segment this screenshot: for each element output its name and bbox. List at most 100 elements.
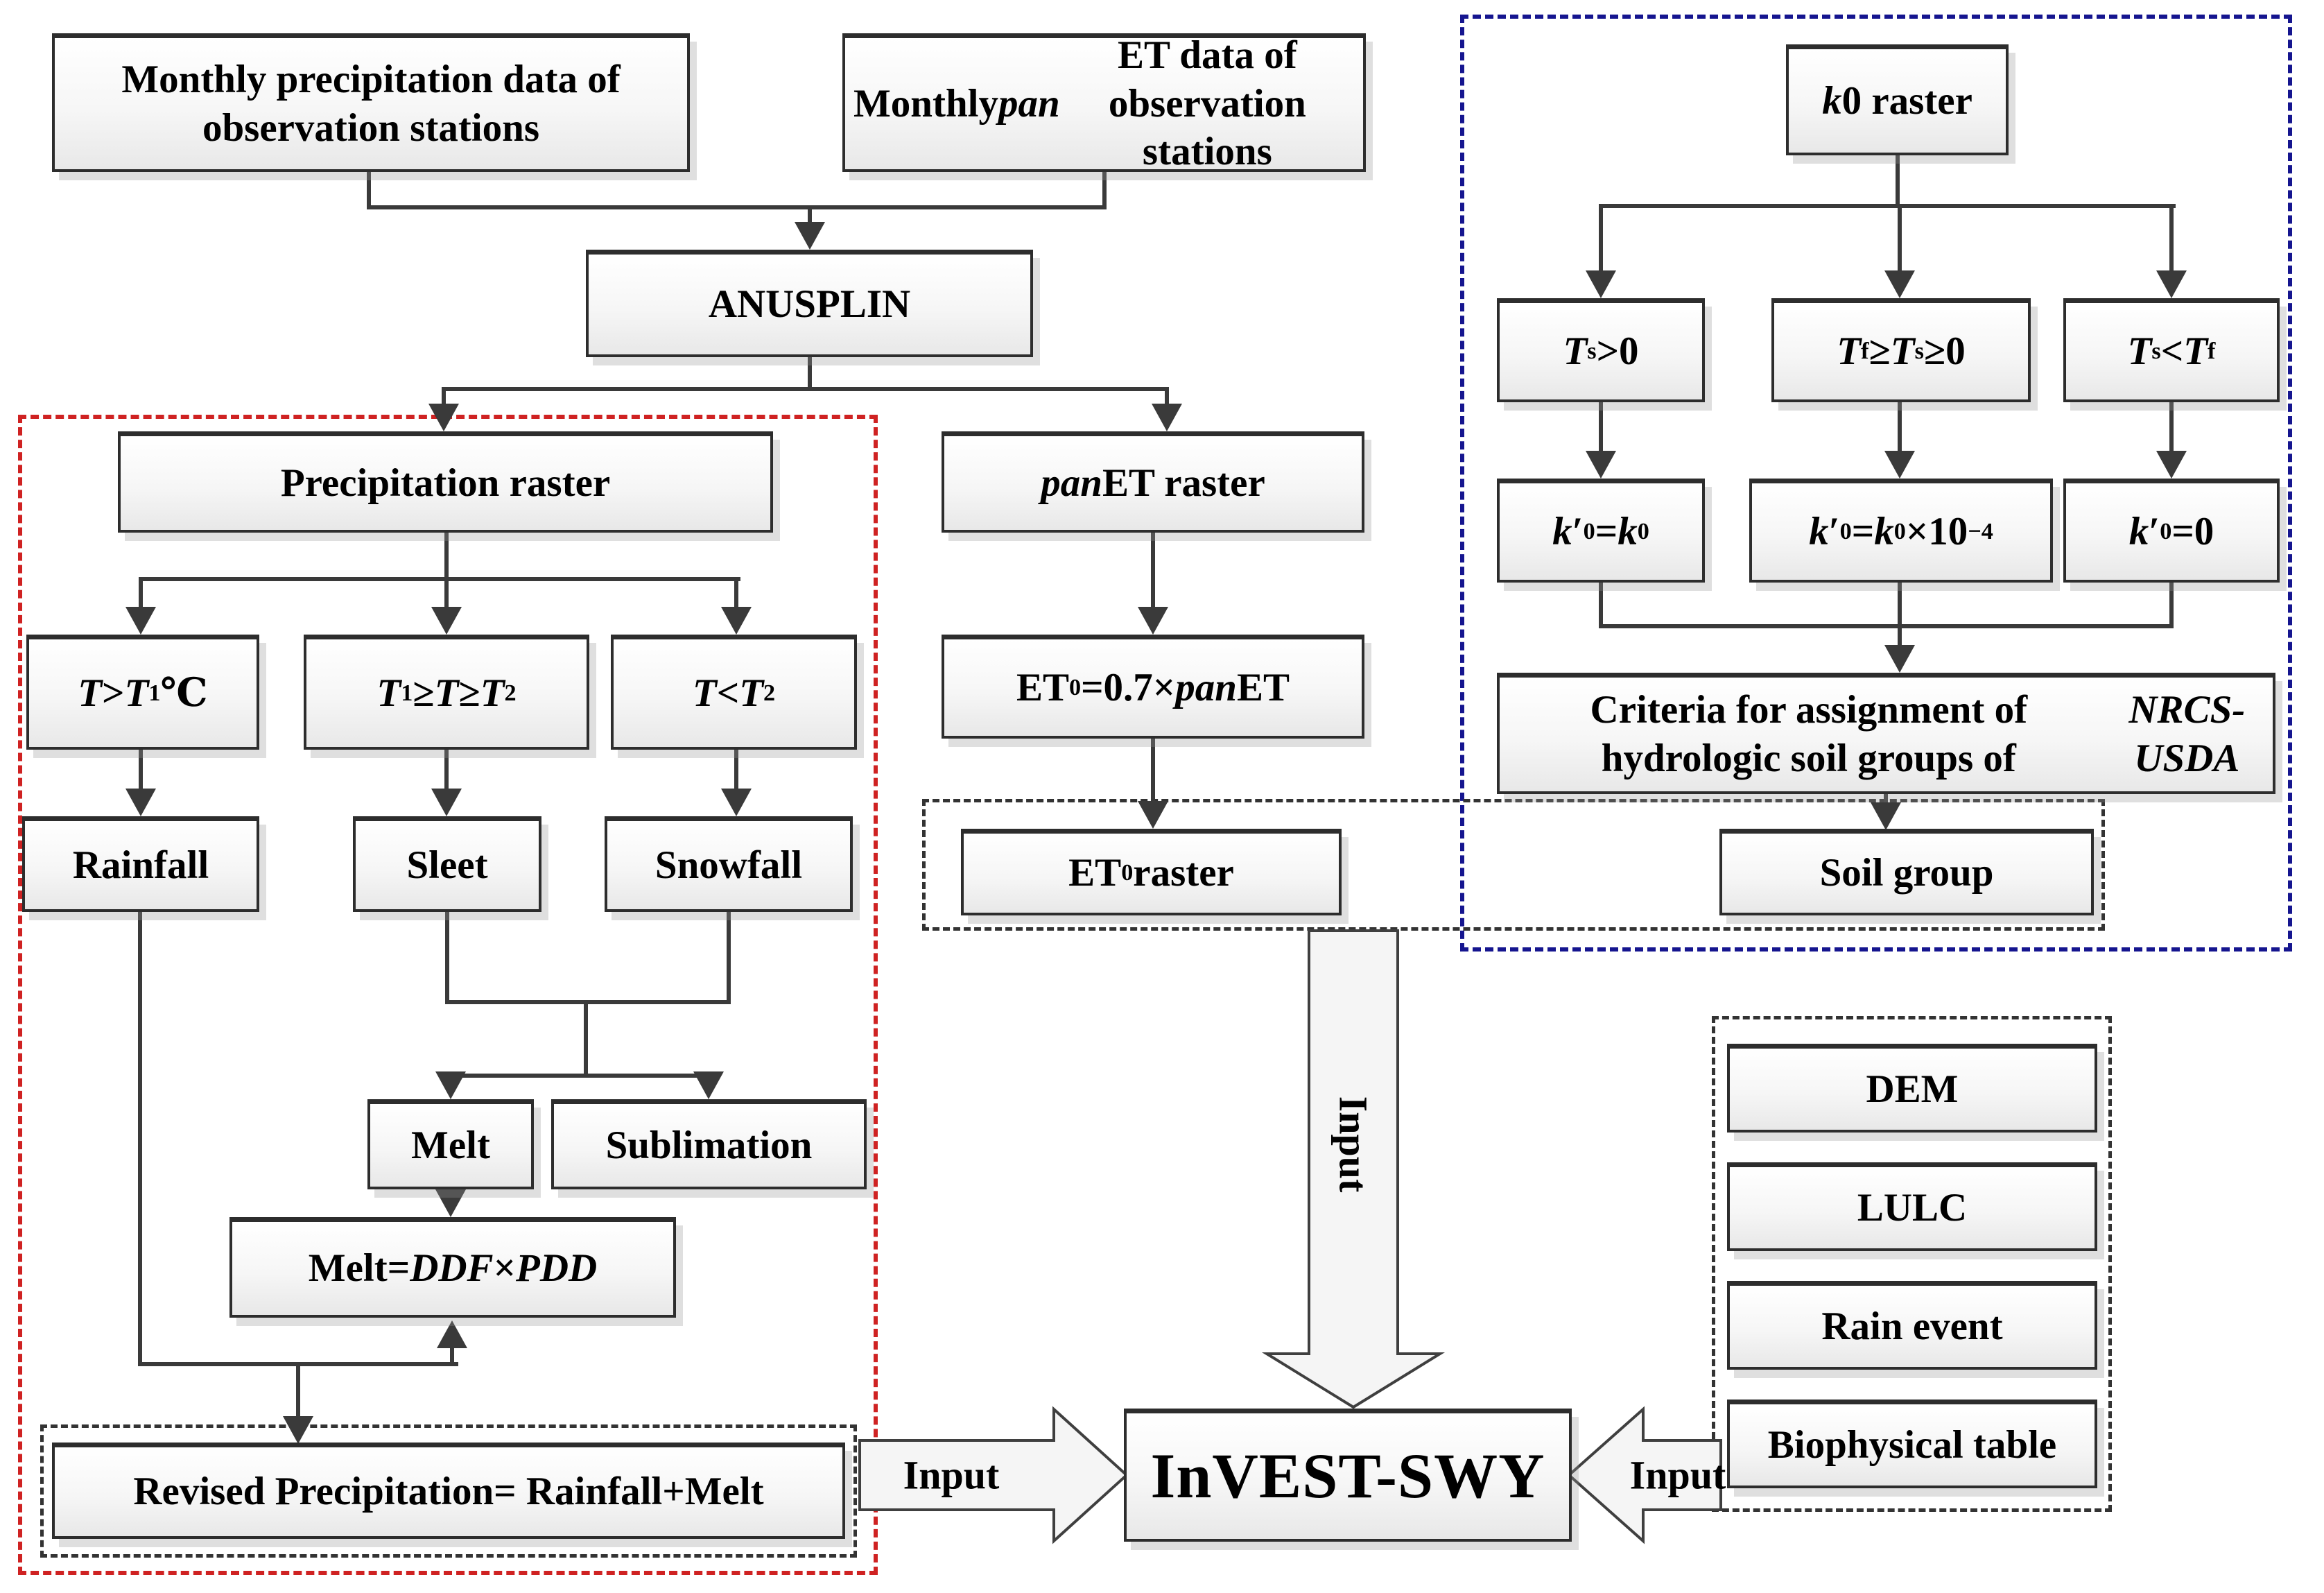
- arrowhead-icon: [431, 789, 462, 816]
- input-label-top: Input: [1330, 1096, 1376, 1193]
- connector-line: [442, 387, 1169, 391]
- connector-line: [1898, 583, 1902, 646]
- connector-line: [444, 533, 449, 581]
- connector-line: [584, 1000, 588, 1078]
- arrowhead-icon: [721, 607, 752, 635]
- connector-line: [1165, 387, 1169, 411]
- container-et0-soilgroup-outputs: [922, 799, 2105, 931]
- connector-line: [138, 912, 142, 1366]
- connector-line: [451, 1074, 717, 1078]
- node-soil-group: Soil group: [1719, 829, 2094, 915]
- connector-line: [1599, 624, 2174, 628]
- connector-line: [2169, 402, 2174, 451]
- connector-line: [445, 1000, 731, 1004]
- node-anusplin: ANUSPLIN: [586, 250, 1033, 357]
- arrowhead-icon: [1586, 270, 1616, 298]
- connector-line: [139, 577, 740, 581]
- node-snowfall: Snowfall: [605, 816, 853, 912]
- connector-line: [445, 912, 449, 1004]
- connector-line: [442, 387, 446, 411]
- input-arrow-top: [1261, 929, 1446, 1409]
- connector-line: [1884, 794, 1888, 804]
- connector-line: [1896, 155, 1900, 208]
- arrowhead-icon: [428, 404, 459, 431]
- arrowhead-icon: [1884, 451, 1915, 479]
- node-melt: Melt: [367, 1099, 534, 1189]
- connector-line: [1151, 533, 1155, 607]
- arrowhead-icon: [435, 1071, 466, 1099]
- arrowhead-icon: [125, 607, 156, 635]
- node-sleet: Sleet: [353, 816, 541, 912]
- connector-line: [2169, 204, 2174, 270]
- input-arrow-right: [1566, 1406, 1722, 1544]
- node-melt-formula: Melt=DDF×PDD: [229, 1217, 676, 1318]
- arrowhead-icon: [283, 1416, 313, 1444]
- arrowhead-icon: [437, 1320, 467, 1348]
- connector-line: [2169, 583, 2174, 628]
- connector-line: [444, 750, 449, 790]
- connector-line: [1898, 402, 1902, 451]
- connector-line: [1599, 583, 1603, 628]
- arrowhead-icon: [1152, 404, 1182, 431]
- connector-line: [1102, 172, 1107, 209]
- arrowhead-icon: [125, 789, 156, 816]
- container-soil-group-assignment: [1460, 15, 2292, 952]
- container-revised-precipitation: [40, 1424, 857, 1558]
- connector-line: [734, 750, 738, 790]
- arrowhead-icon: [1586, 451, 1616, 479]
- arrowhead-icon: [435, 1189, 466, 1217]
- arrowhead-icon: [1138, 801, 1168, 829]
- input-label-right: Input: [1629, 1452, 1726, 1498]
- node-dem: DEM: [1727, 1044, 2097, 1133]
- node-lulc: LULC: [1727, 1162, 2097, 1251]
- arrowhead-icon: [1884, 645, 1915, 673]
- connector-line: [1599, 204, 1603, 270]
- connector-line: [1599, 402, 1603, 451]
- connector-line: [1898, 204, 1902, 270]
- container-invest-inputs-panel: [1712, 1016, 2112, 1512]
- connector-line: [444, 577, 449, 608]
- node-rainfall: Rainfall: [22, 816, 259, 912]
- arrowhead-icon: [2156, 270, 2187, 298]
- node-k-zero: k′0=0: [2063, 479, 2280, 583]
- connector-line: [734, 577, 738, 608]
- arrowhead-icon: [721, 789, 752, 816]
- node-sublimation: Sublimation: [551, 1099, 867, 1189]
- connector-line: [367, 172, 371, 209]
- connector-line: [1599, 204, 2176, 208]
- input-arrow-left: [858, 1406, 1129, 1544]
- connector-line: [450, 1348, 454, 1366]
- connector-line: [808, 205, 812, 225]
- arrowhead-icon: [431, 607, 462, 635]
- node-invest-swy: InVEST-SWY: [1124, 1409, 1572, 1542]
- arrowhead-icon: [1138, 607, 1168, 635]
- arrowhead-icon: [2156, 451, 2187, 479]
- node-biophysical-table: Biophysical table: [1727, 1400, 2097, 1488]
- connector-line: [367, 205, 1107, 209]
- connector-line: [727, 912, 731, 1004]
- input-label-left: Input: [903, 1452, 1000, 1498]
- connector-line: [139, 577, 143, 608]
- connector-line: [1151, 739, 1155, 801]
- node-criteria-nrcs-usda: Criteria for assignment of hydrologic so…: [1497, 673, 2275, 794]
- node-revised-precipitation: Revised Precipitation= Rainfall+Melt: [52, 1443, 845, 1539]
- connector-line: [808, 357, 812, 391]
- arrowhead-icon: [1871, 802, 1901, 830]
- arrowhead-icon: [1884, 270, 1915, 298]
- node-monthly-precip-data: Monthly precipitation data of observatio…: [52, 33, 690, 172]
- connector-line: [139, 750, 143, 790]
